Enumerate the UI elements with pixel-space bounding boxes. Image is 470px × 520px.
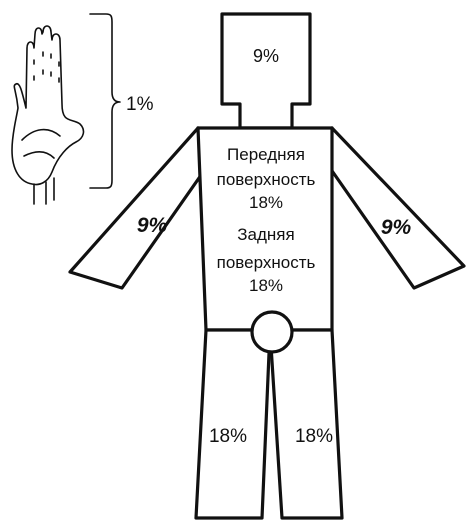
torso-front-line2: поверхность: [217, 170, 316, 189]
right-arm: [330, 128, 464, 288]
head-percent-label: 9%: [253, 46, 279, 66]
right-leg: [270, 330, 342, 518]
torso-front-line1: Передняя: [227, 145, 305, 164]
left-arm: [70, 128, 206, 288]
torso-back-line2: поверхность: [217, 253, 316, 272]
hand-percent-label: 1%: [126, 94, 154, 115]
right-arm-percent-label: 9%: [381, 216, 412, 239]
hand-illustration: [12, 26, 83, 204]
hand-brace: [90, 14, 120, 188]
left-leg: [196, 330, 270, 518]
palm-crease: [24, 152, 54, 158]
torso-back-value: 18%: [249, 276, 283, 295]
right-leg-percent-label: 18%: [295, 426, 333, 447]
head: [222, 14, 310, 128]
palm-crease: [22, 130, 60, 140]
torso-back-line1: Задняя: [237, 225, 294, 244]
left-leg-percent-label: 18%: [209, 426, 247, 447]
genital-area: [252, 312, 292, 352]
left-arm-percent-label: 9%: [137, 214, 168, 237]
palm-outline: [12, 26, 83, 185]
torso-front-value: 18%: [249, 193, 283, 212]
